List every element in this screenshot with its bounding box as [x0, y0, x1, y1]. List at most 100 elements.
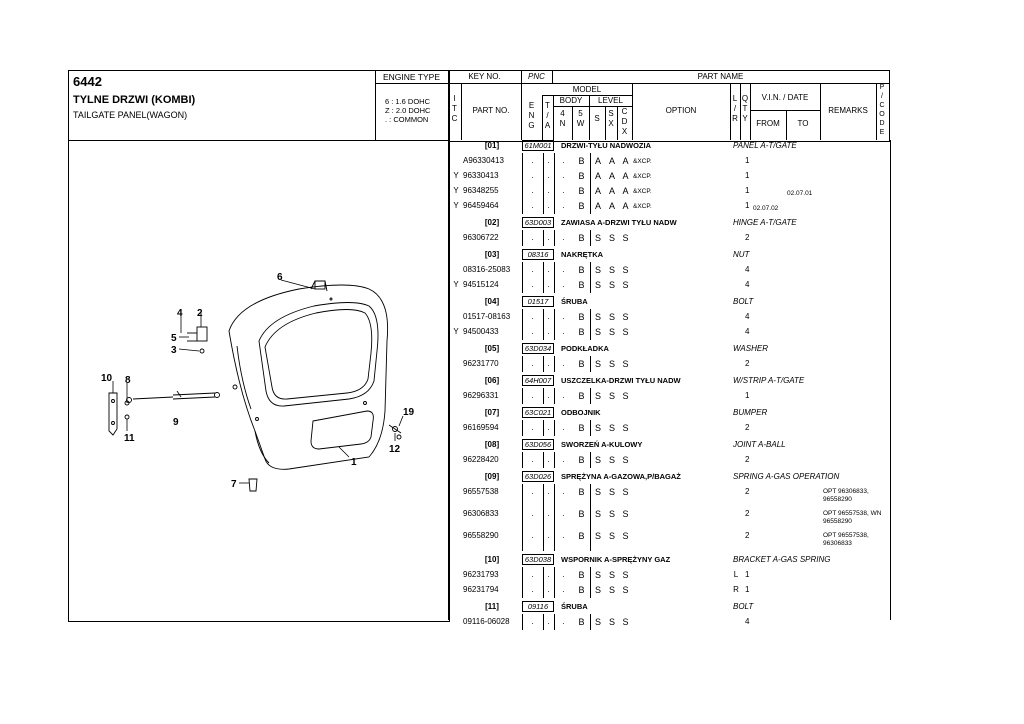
col-lr-r: R [732, 114, 738, 123]
row-qty: 2 [745, 487, 750, 496]
header-block [68, 70, 450, 141]
col-ta-t: T [545, 101, 550, 110]
row-body4: . [562, 359, 565, 368]
cell-border [522, 407, 554, 418]
grid-line [522, 567, 523, 598]
row-body5: B [578, 487, 585, 497]
col-level-sx-s: S [608, 109, 614, 118]
row-ta: . [547, 531, 550, 540]
row-qty: 1 [745, 570, 750, 579]
row-ta: . [547, 280, 550, 289]
grid-line [543, 262, 544, 293]
row-level-cdx: S [622, 265, 629, 275]
group-pnc: 63D034 [524, 344, 552, 353]
row-ta: . [547, 359, 550, 368]
col-itc-i: I [453, 94, 456, 103]
cell-border [522, 249, 554, 260]
group-key: [01] [484, 141, 500, 150]
row-body4: . [562, 327, 565, 336]
row-part-no: 96348255 [463, 186, 499, 195]
row-option: &XCP. [633, 173, 652, 180]
col-level-cdx-x: X [621, 127, 628, 136]
col-pnc: PNC [528, 72, 545, 81]
row-itc: Y [453, 280, 459, 289]
row-level-s: S [594, 359, 601, 369]
grid-line [543, 420, 544, 436]
row-level-cdx: S [622, 509, 629, 519]
page-title-en: TAILGATE PANEL(WAGON) [73, 110, 188, 120]
page-title-pl: TYLNE DRZWI (KOMBI) [73, 94, 196, 106]
page-code: 6442 [73, 74, 102, 89]
grid-line [522, 452, 523, 468]
cell-border [522, 375, 554, 386]
row-level-cdx: S [622, 570, 629, 580]
row-ta: . [547, 156, 550, 165]
row-body5: B [578, 280, 585, 290]
row-itc: Y [453, 201, 459, 210]
row-lr: L [733, 570, 739, 579]
row-body5: B [578, 531, 585, 541]
col-qty-y: Y [742, 114, 748, 123]
group-name-en: BRACKET A-GAS SPRING [733, 555, 831, 564]
row-eng: . [531, 156, 534, 165]
callout-4: 4 [177, 308, 183, 319]
row-ta: . [547, 201, 550, 210]
grid-line [554, 614, 555, 630]
callout-11: 11 [124, 433, 135, 444]
row-level-cdx: S [622, 423, 629, 433]
row-qty: 1 [745, 585, 750, 594]
row-eng: . [531, 186, 534, 195]
row-level-cdx: A [622, 201, 629, 211]
row-level-s: S [594, 455, 601, 465]
group-pnc: 63C021 [524, 408, 552, 417]
row-qty: 2 [745, 509, 750, 518]
callout-6: 6 [277, 272, 283, 283]
group-name-pl: WSPORNIK A-SPRĘŻYNY GAZ [561, 555, 671, 564]
col-part-no: PART NO. [472, 106, 510, 115]
group-name-pl: ZAWIASA A-DRZWI TYŁU NADW [561, 218, 677, 227]
group-pnc: 64H007 [524, 376, 552, 385]
row-level-sx: S [608, 359, 615, 369]
row-body5: B [578, 455, 585, 465]
cell-border [522, 140, 554, 151]
row-qty: 2 [745, 359, 750, 368]
row-eng: . [531, 617, 534, 626]
col-to: TO [797, 119, 809, 128]
row-to: 02.07.01 [787, 190, 813, 197]
row-part-no: 94500433 [463, 327, 499, 336]
row-level-s: A [594, 156, 601, 166]
col-ta-a: A [544, 121, 551, 130]
row-ta: . [547, 487, 550, 496]
row-qty: 4 [745, 265, 750, 274]
row-body5: B [578, 201, 585, 211]
row-level-cdx: S [622, 455, 629, 465]
callout-8: 8 [125, 375, 131, 386]
col-pcode-p: P [879, 84, 885, 91]
row-qty: 4 [745, 312, 750, 321]
grid-line [590, 484, 591, 551]
row-qty: 1 [745, 201, 750, 210]
row-part-no: 96558290 [463, 531, 499, 540]
row-level-cdx: S [622, 487, 629, 497]
row-level-s: A [594, 171, 601, 181]
col-level-cdx-d: D [621, 117, 628, 126]
grid-line [522, 614, 523, 630]
group-pnc: 63D038 [524, 555, 552, 564]
row-body4: . [562, 423, 565, 432]
row-body4: . [562, 280, 565, 289]
grid-line [543, 484, 544, 551]
col-model: MODEL [572, 85, 602, 94]
col-body: BODY [559, 96, 583, 105]
row-remarks: OPT 96557538, WN 96558290 [823, 510, 882, 525]
group-name-pl: ŚRUBA [561, 297, 588, 306]
row-ta: . [547, 585, 550, 594]
row-level-sx: S [608, 265, 615, 275]
row-part-no: 96306833 [463, 509, 499, 518]
row-body4: . [562, 233, 565, 242]
row-ta: . [547, 455, 550, 464]
group-name-en: SPRING A-GAS OPERATION [733, 472, 840, 481]
engine-line-3: . : COMMON [385, 115, 429, 124]
row-level-cdx: A [622, 156, 629, 166]
col-ta-slash: / [546, 111, 549, 120]
grid-line [590, 262, 591, 293]
